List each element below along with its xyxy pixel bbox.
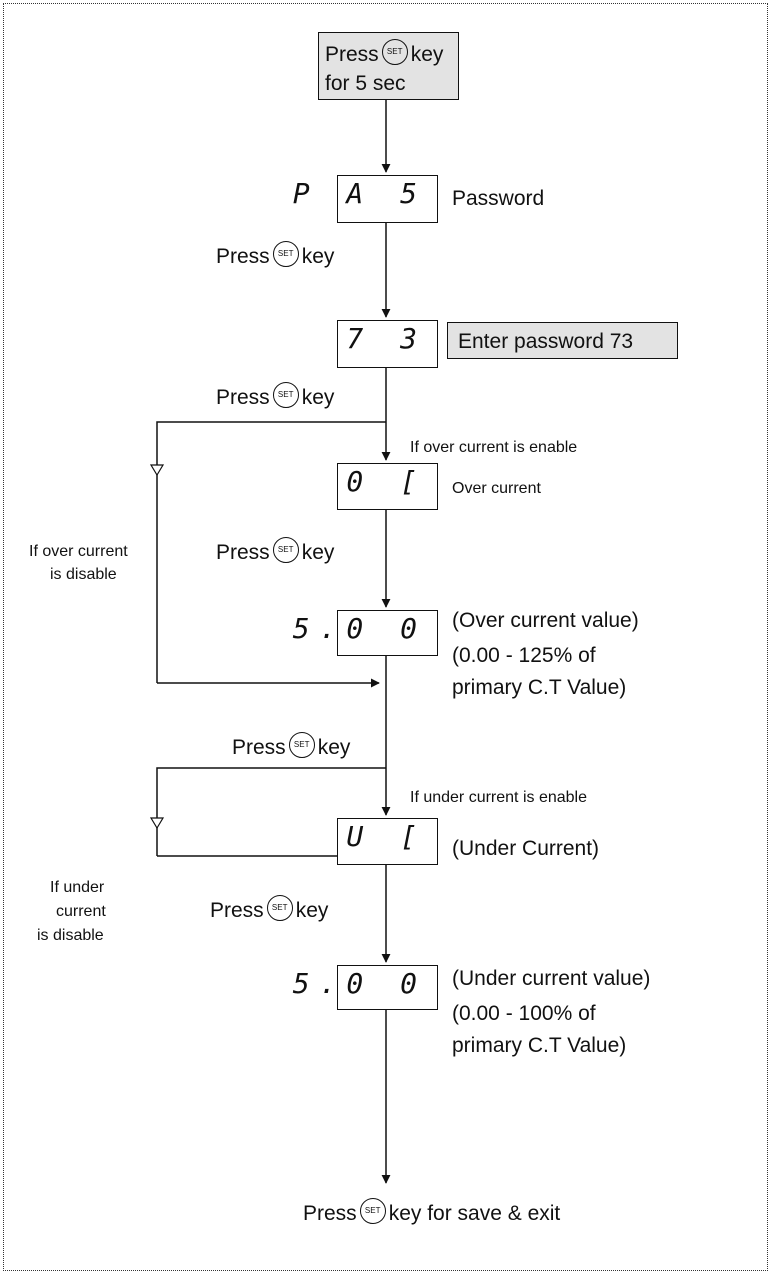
uc-disable-condition-2: current: [56, 903, 106, 920]
key-text: key: [295, 898, 329, 922]
uc-bypass-hollow-arrow: [149, 817, 165, 830]
enter-password-label: Enter password 73: [458, 330, 634, 353]
set-key-icon: SET: [272, 241, 299, 267]
display-pas-digits: P A 5: [292, 177, 427, 210]
set-key-icon: SET: [359, 1198, 386, 1224]
oc-disable-condition-2: is disable: [50, 566, 117, 583]
oc-range-line-1: (0.00 - 125% of: [452, 644, 596, 667]
set-key-icon: SET: [272, 382, 299, 408]
key-text: key: [301, 385, 335, 409]
key-text: key: [301, 540, 335, 564]
display-73-digits: 7 3: [346, 322, 427, 355]
display-pas: P A 5: [293, 175, 438, 223]
display-oc: 0 [: [337, 463, 438, 510]
oc-bypass-hollow-arrow: [149, 464, 165, 477]
press-text: Press: [216, 385, 270, 409]
save-exit-text: key for save & exit: [388, 1201, 561, 1225]
uc-range-line-1: (0.00 - 100% of: [452, 1002, 596, 1025]
key-text: key: [317, 735, 351, 759]
set-key-icon: SET: [266, 895, 293, 921]
press-text: Press: [216, 540, 270, 564]
press-text: Press: [232, 735, 286, 759]
display-uc: U [: [337, 818, 438, 865]
display-uc-value-digits: 5.0 0: [292, 967, 427, 1000]
oc-disable-condition-1: If over current: [29, 543, 128, 560]
uc-value-label: (Under current value): [452, 967, 651, 990]
password-label: Password: [452, 187, 545, 210]
display-oc-value: 5.0 0: [293, 610, 438, 656]
display-oc-value-digits: 5.0 0: [292, 612, 427, 645]
oc-enable-condition: If over current is enable: [410, 439, 578, 456]
press-text: Press: [210, 898, 264, 922]
enter-password-box: Enter password 73: [447, 322, 678, 359]
uc-disable-condition-1: If under: [50, 879, 105, 896]
set-key-icon: SET: [381, 39, 408, 65]
under-current-label: (Under Current): [452, 837, 600, 860]
over-current-label: Over current: [452, 480, 541, 497]
display-uc-digits: U [: [346, 820, 427, 853]
press-text: Press: [303, 1201, 357, 1225]
start-line-2: for 5 sec: [325, 72, 406, 95]
display-password-value: 7 3: [337, 320, 438, 368]
key-text: key: [301, 244, 335, 268]
press-text: Press: [216, 244, 270, 268]
oc-value-label: (Over current value): [452, 609, 639, 632]
display-oc-digits: 0 [: [346, 465, 427, 498]
oc-range-line-2: primary C.T Value): [452, 676, 627, 699]
start-key-text: key: [410, 42, 444, 66]
display-uc-value: 5.0 0: [293, 965, 438, 1010]
uc-range-line-2: primary C.T Value): [452, 1034, 627, 1057]
uc-enable-condition: If under current is enable: [410, 789, 587, 806]
set-key-icon: SET: [272, 537, 299, 563]
set-key-icon: SET: [288, 732, 315, 758]
uc-disable-condition-3: is disable: [37, 927, 104, 944]
diagram-frame: [3, 3, 768, 1271]
start-press-text: Press: [325, 42, 379, 66]
oc-bypass-line: [156, 421, 386, 683]
